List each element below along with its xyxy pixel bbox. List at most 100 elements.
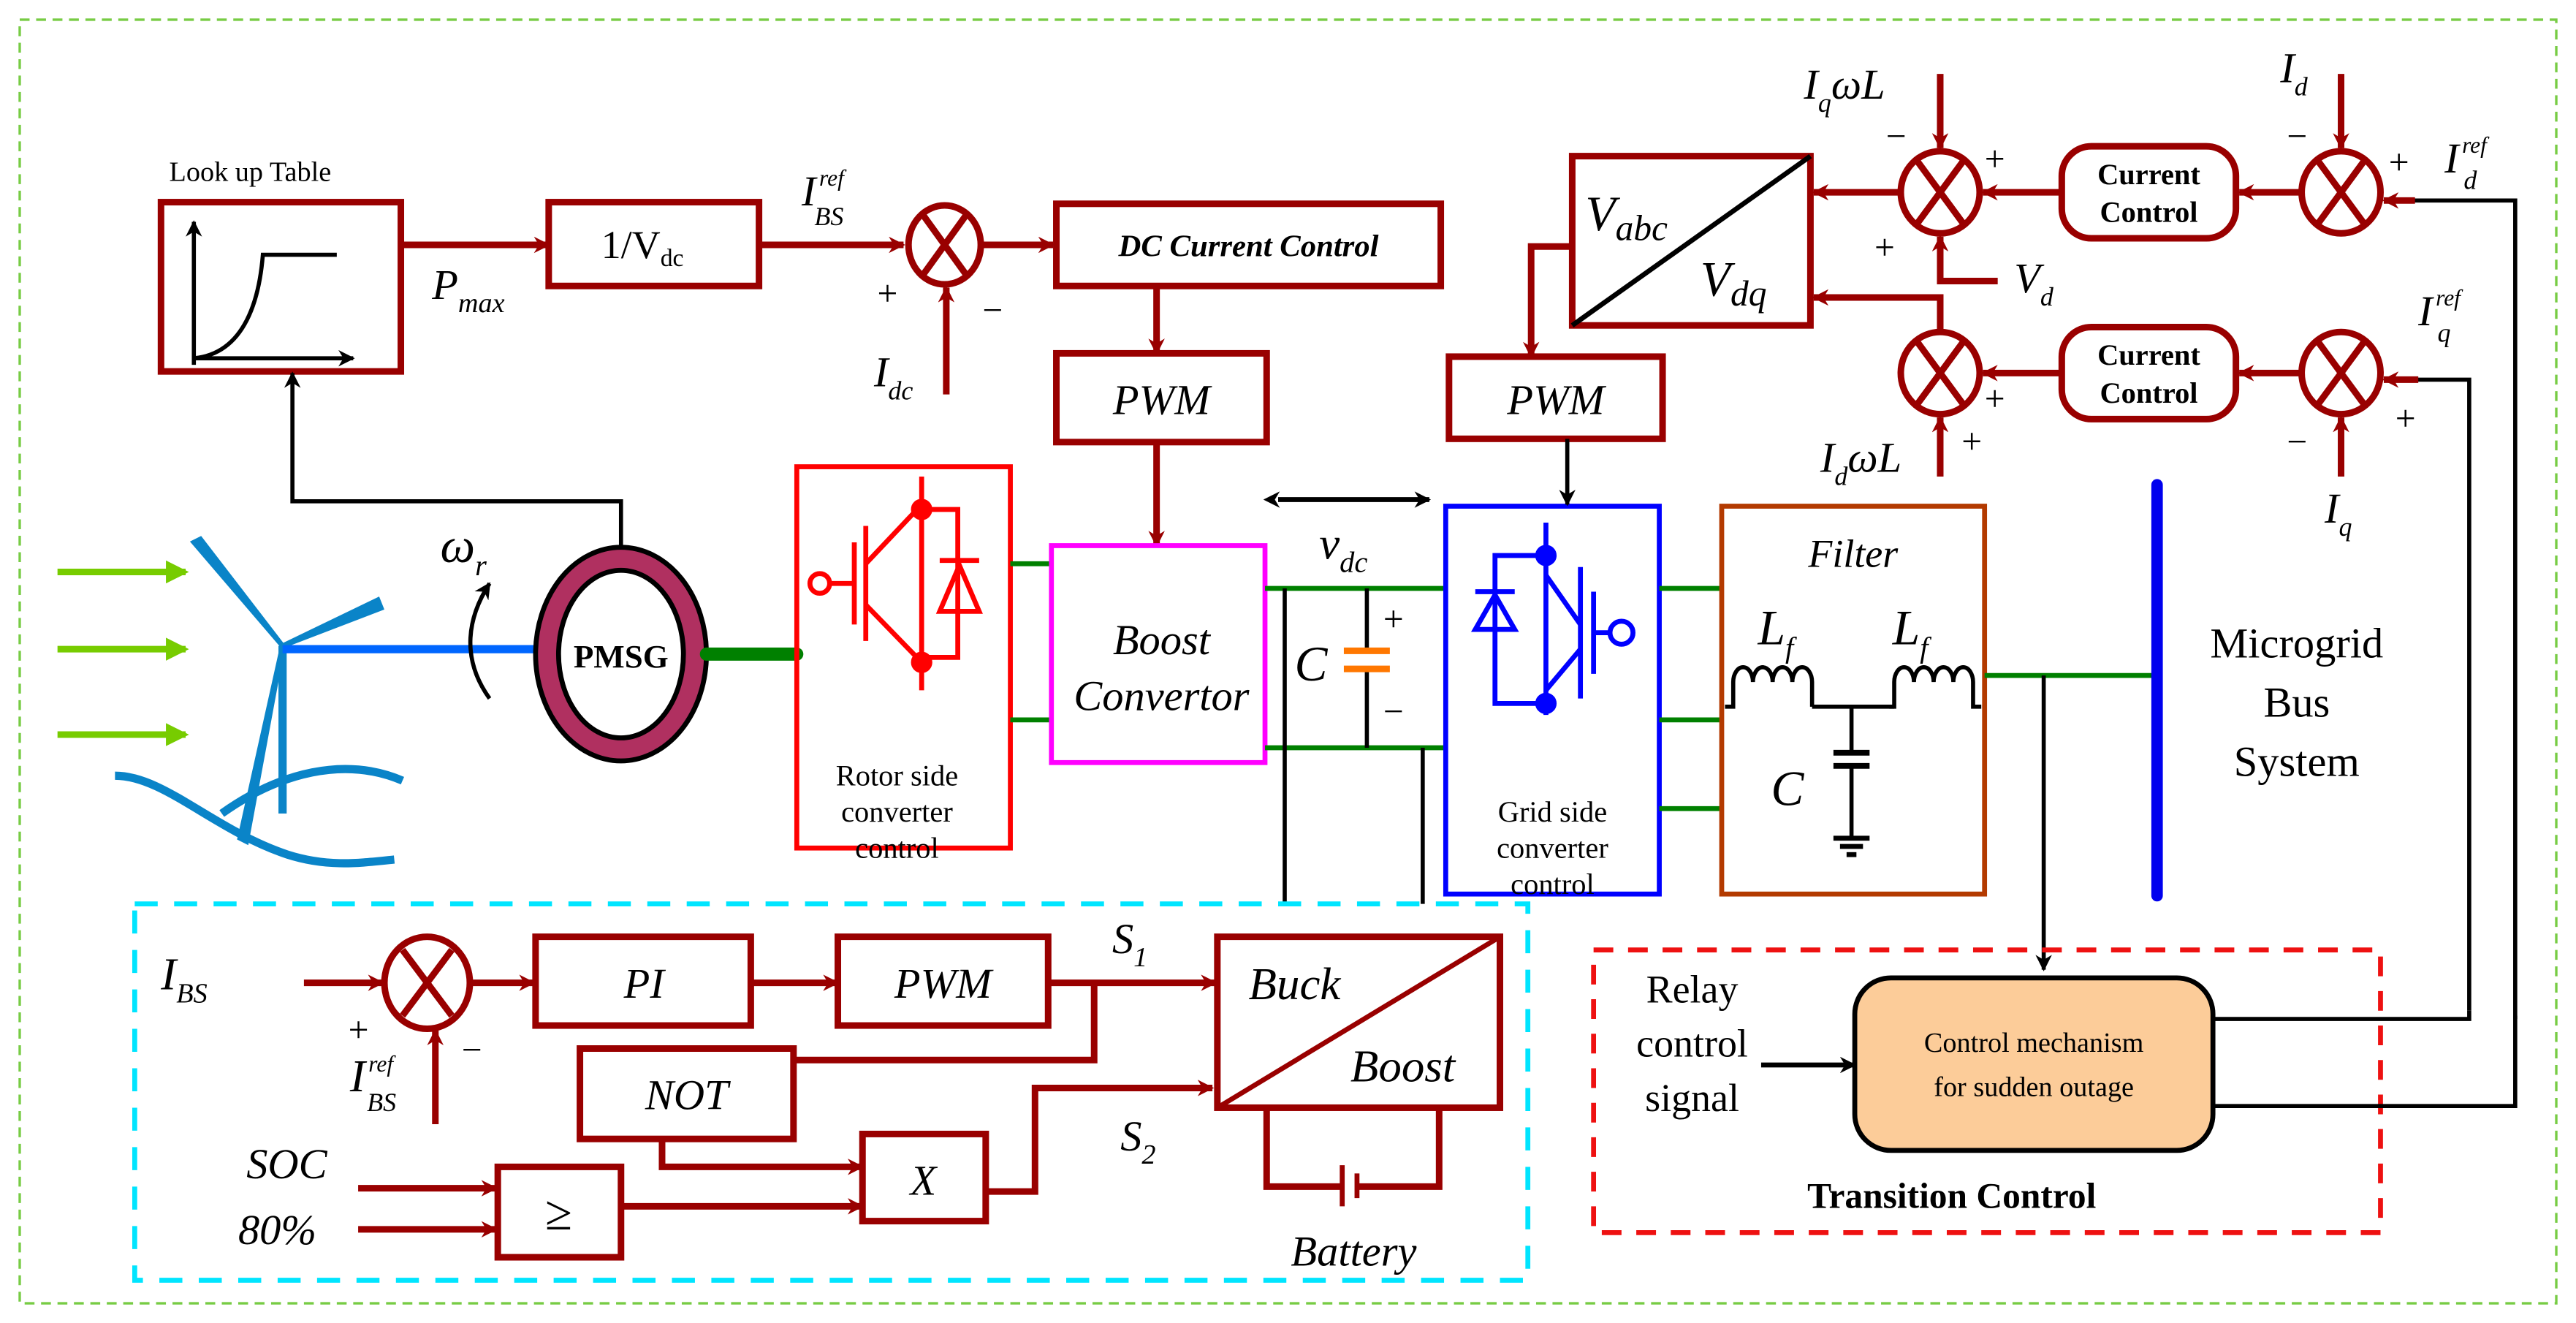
inverse-vdc-block[interactable]: 1/Vdc <box>545 199 763 289</box>
s1-label: S1 <box>1112 915 1147 973</box>
svg-text:Rotor side: Rotor side <box>836 759 958 792</box>
soc-threshold-label: 80% <box>238 1206 316 1254</box>
id-ref-plus: + <box>2389 142 2409 182</box>
svg-text:PWM: PWM <box>894 960 994 1007</box>
svg-text:Current: Current <box>2097 158 2200 191</box>
buck-boost-converter[interactable]: Buck Boost <box>1214 933 1503 1111</box>
outer-border <box>18 18 2558 1305</box>
id-label: Id <box>2279 44 2308 101</box>
vdc-label: vdc <box>1319 518 1367 578</box>
battery-summing-junction <box>381 933 474 1033</box>
boost-pwm-block[interactable]: PWM <box>1053 349 1270 446</box>
pmsg-generator[interactable]: PMSG <box>533 545 710 764</box>
q-axis-current-control-block[interactable]: Current Control <box>2058 323 2240 422</box>
grid-side-converter[interactable]: Grid side converter control <box>1443 504 1662 901</box>
s2-wire <box>985 1080 1215 1195</box>
igbt-icon <box>807 477 983 691</box>
battery-icon <box>1263 1107 1443 1207</box>
svg-text:Buck: Buck <box>1249 958 1342 1009</box>
rotor-side-converter[interactable]: Rotor side converter control <box>794 464 1013 865</box>
relay-label-line-1: Relay <box>1646 968 1739 1012</box>
svg-text:for sudden outage: for sudden outage <box>1934 1072 2134 1103</box>
rotation-arrow-icon <box>468 582 492 700</box>
multiplier-block[interactable]: X <box>859 1130 989 1225</box>
id-minus: − <box>2287 115 2307 156</box>
svg-text:Control: Control <box>2100 196 2197 229</box>
inductor-icon <box>1725 665 1982 709</box>
capacitor-plus: + <box>1383 599 1404 639</box>
speed-feedback-wire <box>284 371 623 547</box>
svg-text:control: control <box>855 832 939 865</box>
q-inner-plus-right: + <box>1985 379 2005 419</box>
dc-current-control-block[interactable]: DC Current Control <box>1053 200 1445 289</box>
svg-text:converter: converter <box>841 795 953 828</box>
svg-text:Vdq: Vdq <box>1701 252 1767 314</box>
battery-pwm-block[interactable]: PWM <box>835 933 1052 1029</box>
transition-control-title: Transition Control <box>1807 1176 2096 1216</box>
s2-label: S2 <box>1120 1112 1155 1170</box>
grid-pwm-block[interactable]: PWM <box>1445 353 1666 442</box>
boost-converter[interactable]: Boost Convertor <box>1049 543 1268 765</box>
lookup-table-block[interactable] <box>157 199 405 375</box>
lcl-filter[interactable]: Filter Lf Lf C <box>1719 504 1988 897</box>
mechanism-to-id-ref-wire <box>2213 1015 2518 1109</box>
idwl-plus: + <box>1961 422 1982 462</box>
dc-link-capacitor <box>1343 588 1390 748</box>
vd-label: Vd <box>2014 254 2054 311</box>
not-gate-block[interactable]: NOT <box>577 1045 797 1142</box>
iqwl-minus: − <box>1886 115 1907 156</box>
soc-label: SOC <box>246 1140 327 1188</box>
svg-text:Boost: Boost <box>1113 616 1212 664</box>
relay-label-line-2: control <box>1636 1022 1748 1066</box>
comparator-block[interactable]: ≥ <box>494 1163 625 1261</box>
svg-text:Lf: Lf <box>1892 600 1932 664</box>
battery-sum-plus: + <box>349 1010 369 1050</box>
q-axis-summing-junction-outer <box>2298 328 2384 418</box>
svg-text:Convertor: Convertor <box>1074 672 1249 719</box>
d-inner-plus-right: + <box>1985 139 2005 179</box>
vd-wire <box>1931 235 1998 284</box>
svg-text:PMSG: PMSG <box>574 638 669 675</box>
svg-text:Vabc: Vabc <box>1585 186 1668 248</box>
bus-label-line-1: Microgrid <box>2210 619 2383 667</box>
svg-text:Control mechanism: Control mechanism <box>1924 1028 2144 1058</box>
d-axis-summing-junction-outer <box>2298 148 2384 237</box>
d-axis-summing-junction-inner <box>1897 148 1983 237</box>
iq-label: Iq <box>2324 485 2352 542</box>
outage-control-mechanism-block[interactable]: Control mechanism for sudden outage <box>1852 975 2216 1153</box>
transition-control-region <box>1591 947 2383 1235</box>
svg-text:PWM: PWM <box>1506 376 1606 424</box>
svg-text:PI: PI <box>623 960 666 1007</box>
pi-controller-block[interactable]: PI <box>532 933 754 1029</box>
transform-to-pwm-wire <box>1522 243 1573 359</box>
vabc-vdq-transform-block[interactable]: Vabc Vdq <box>1568 153 1814 329</box>
svg-text:Current: Current <box>2097 338 2200 371</box>
igbt-icon <box>1470 523 1635 716</box>
not-to-multiplier-wire <box>658 1139 865 1175</box>
mechanism-to-iq-ref-wire <box>2213 1010 2471 1021</box>
svg-text:Filter: Filter <box>1807 532 1899 576</box>
filter-capacitor-icon <box>1833 706 1870 857</box>
svg-text:NOT: NOT <box>645 1072 731 1119</box>
svg-text:X: X <box>909 1157 938 1205</box>
dc-sum-minus: − <box>982 290 1003 330</box>
idc-label: Idc <box>873 348 913 405</box>
lookup-curve-icon <box>186 220 355 367</box>
bus-label-line-3: System <box>2234 738 2360 785</box>
svg-text:control: control <box>1511 868 1595 901</box>
id-ref-wire <box>2385 198 2518 1020</box>
bus-label-line-2: Bus <box>2263 678 2330 726</box>
svg-text:PWM: PWM <box>1112 376 1212 424</box>
relay-label-line-3: signal <box>1645 1076 1739 1120</box>
pmax-label: Pmax <box>431 261 504 319</box>
iq-minus: − <box>2287 422 2307 462</box>
pwm-to-not-wire <box>793 982 1098 1064</box>
d-axis-current-control-block[interactable]: Current Control <box>2058 143 2240 242</box>
battery-sum-minus: − <box>462 1029 482 1069</box>
capacitor-minus: − <box>1383 691 1404 731</box>
dc-summing-junction <box>905 202 984 288</box>
